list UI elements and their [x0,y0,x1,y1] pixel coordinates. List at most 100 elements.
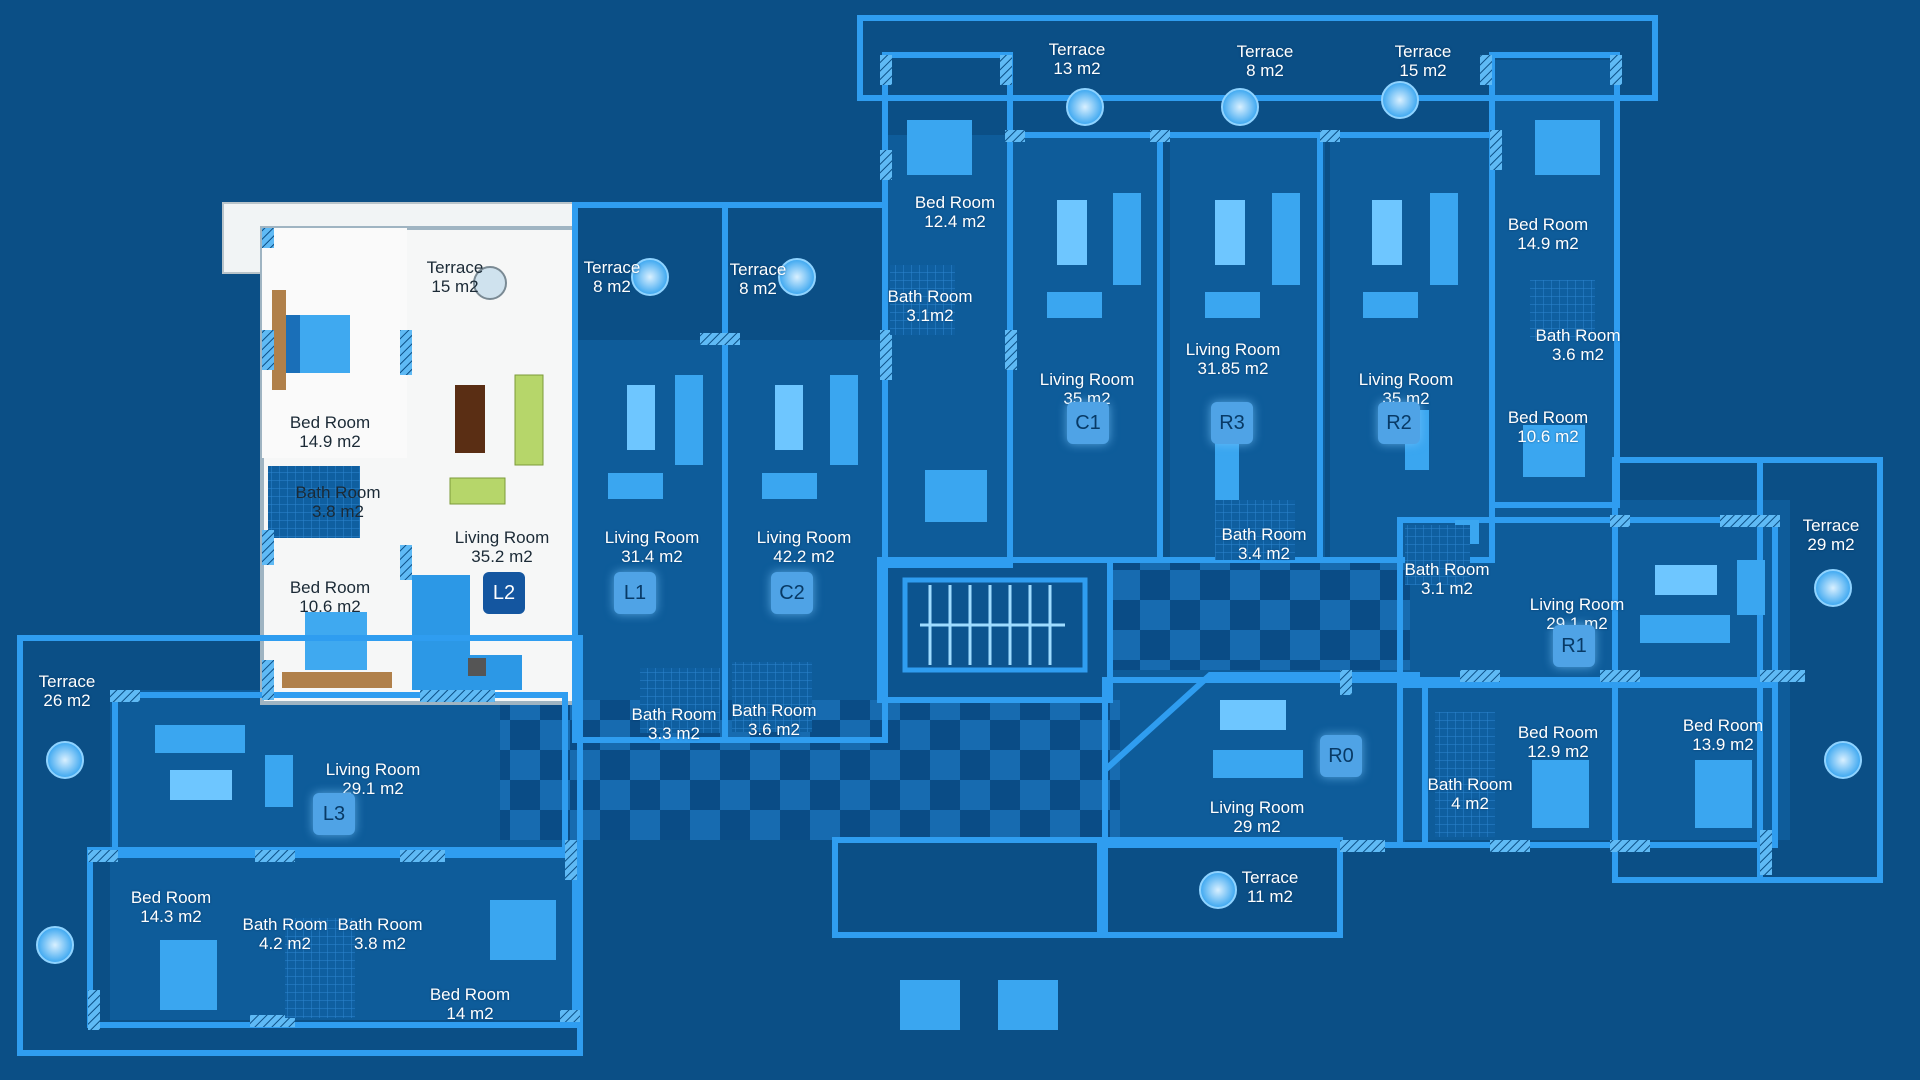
unit-badge-r1[interactable]: R1 [1553,625,1595,667]
table-icon [1824,741,1862,779]
room-name: Bath Room [295,483,381,502]
room-area: 8 m2 [593,277,631,296]
room-area: 29.1 m2 [342,779,404,798]
room-name: Terrace [38,672,96,691]
room-name: Terrace [1394,42,1452,61]
table-icon [1221,88,1259,126]
unit-badge-c2[interactable]: C2 [771,572,813,614]
table-icon [46,741,84,779]
room-name: Bath Room [731,701,817,720]
room-area: 3.4 m2 [1238,544,1290,563]
room-name: Terrace [1048,40,1106,59]
room-name: Bath Room [337,915,423,934]
room-name: Bed Room [1517,723,1599,742]
room-area: 13.9 m2 [1692,735,1754,754]
table-icon [1381,81,1419,119]
room-name: Bath Room [1404,560,1490,579]
room-area: 3.6 m2 [748,720,800,739]
room-name: Bed Room [429,985,511,1004]
room-area: 14.9 m2 [299,432,361,451]
table-icon [631,258,669,296]
unit-badge-r3[interactable]: R3 [1211,402,1253,444]
room-area: 4.2 m2 [259,934,311,953]
room-area: 35.2 m2 [471,547,533,566]
selected-unit-L2 [222,202,577,705]
wall-hatching [88,55,1805,1030]
room-name: Bed Room [1507,408,1589,427]
room-name: Bath Room [1221,525,1307,544]
room-area: 15 m2 [431,277,479,296]
table-icon [1066,88,1104,126]
room-name: Bath Room [1535,326,1621,345]
unit-badge-r0[interactable]: R0 [1320,735,1362,777]
corridor-right [1110,560,1410,670]
room-area: 10.6 m2 [299,597,361,616]
room-area: 4 m2 [1451,794,1489,813]
room-area: 26 m2 [43,691,91,710]
room-area: 14.9 m2 [1517,234,1579,253]
room-name: Bed Room [289,413,371,432]
room-name: Bed Room [289,578,371,597]
stair-hall [880,560,1110,700]
table-icon [1814,569,1852,607]
room-name: Terrace [1802,516,1860,535]
room-area: 42.2 m2 [773,547,835,566]
room-area: 3.8 m2 [312,502,364,521]
room-name: Bath Room [242,915,328,934]
room-name: Living Room [1185,340,1281,359]
room-name: Living Room [604,528,700,547]
room-area: 3.1 m2 [1421,579,1473,598]
unit-badge-c1[interactable]: C1 [1067,402,1109,444]
unit-badge-l2[interactable]: L2 [483,572,525,614]
table-icon [36,926,74,964]
room-name: Terrace [1241,868,1299,887]
room-name: Living Room [454,528,550,547]
unit-badge-l3[interactable]: L3 [313,793,355,835]
room-name: Living Room [1039,370,1135,389]
furniture [155,120,1765,1030]
room-area: 29 m2 [1807,535,1855,554]
room-area: 3.8 m2 [354,934,406,953]
table-icon [778,258,816,296]
room-area: 29 m2 [1233,817,1281,836]
unit-badge-l1[interactable]: L1 [614,572,656,614]
room-name: Living Room [1529,595,1625,614]
room-area: 14 m2 [446,1004,494,1023]
floor-r2 [1330,135,1495,560]
room-area: 12.9 m2 [1527,742,1589,761]
room-name: Terrace [729,260,787,279]
room-name: Living Room [1209,798,1305,817]
room-area: 10.6 m2 [1517,427,1579,446]
room-area: 8 m2 [1246,61,1284,80]
unit-badge-r2[interactable]: R2 [1378,402,1420,444]
room-area: 3.3 m2 [648,724,700,743]
room-name: Living Room [325,760,421,779]
room-area: 31.85 m2 [1197,359,1269,378]
